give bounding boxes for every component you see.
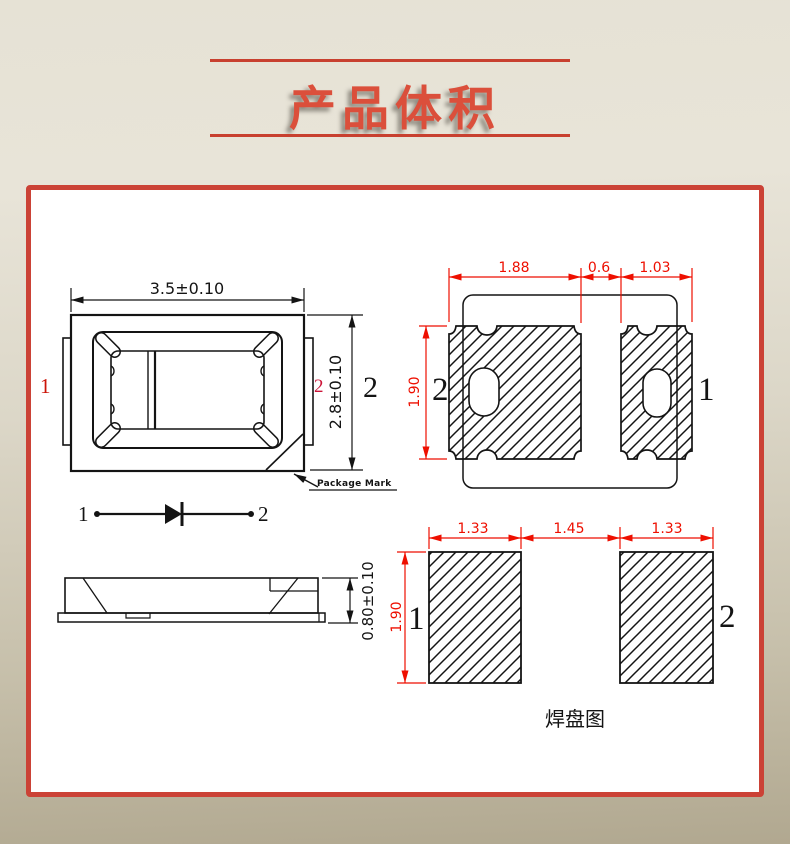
top-view-width-dim: 3.5±0.10 xyxy=(150,279,224,298)
right-electrode-tab xyxy=(303,337,314,446)
solder-pad-2 xyxy=(619,551,714,684)
solder-height-dim: 1.90 xyxy=(389,601,405,632)
package-mark-arrow xyxy=(293,473,319,488)
cup-chamfer-tr xyxy=(253,332,279,358)
side-base-strip xyxy=(57,612,326,623)
solder-pad-1 xyxy=(428,551,522,684)
package-top-view xyxy=(62,288,397,491)
pad-layout-with-outline: 1.88 0.6 1.03 1.90 2 1 xyxy=(407,260,715,489)
left-electrode-tab xyxy=(62,337,72,446)
base-notch xyxy=(125,613,151,619)
solder-pad-caption: 焊盘图 xyxy=(545,707,605,731)
reflector-cup-rim xyxy=(92,331,283,449)
solder-pin1-label: 1 xyxy=(408,601,425,637)
solder-pin2-label: 2 xyxy=(719,599,736,635)
package-outline xyxy=(69,313,306,473)
solder-pad1-width-dim: 1.33 xyxy=(457,521,488,537)
pad-2 xyxy=(448,325,582,460)
top-view-pin1-label: 1 xyxy=(40,374,51,398)
solder-pad-diagram: 1.33 1.45 1.33 1.90 1 2 焊盘图 xyxy=(389,521,736,731)
schematic-pin1-label: 1 xyxy=(78,502,89,526)
cup-chamfer-bl xyxy=(95,422,121,448)
cup-notches xyxy=(110,365,265,415)
cup-floor xyxy=(110,350,265,430)
solder-gap-dim: 1.45 xyxy=(553,521,584,537)
solder-pad2-width-dim: 1.33 xyxy=(651,521,682,537)
pad-2-hole xyxy=(468,367,500,417)
schematic-pin2-label: 2 xyxy=(258,502,269,526)
package-mark-chamfer xyxy=(265,433,304,471)
package-side-view: 0.80±0.10 xyxy=(57,561,377,641)
package-mark-label: Package Mark xyxy=(317,479,392,489)
gap-dim: 0.6 xyxy=(588,260,610,276)
pad-height-dim: 1.90 xyxy=(407,376,423,407)
pad1-width-dim: 1.03 xyxy=(639,260,670,276)
pad-layout-pin2-label: 2 xyxy=(432,372,449,408)
diode-triangle xyxy=(165,504,182,524)
pad2-width-dim: 1.88 xyxy=(498,260,529,276)
diode-schematic: 1 2 xyxy=(78,502,269,526)
top-view-height-dim: 2.8±0.10 xyxy=(326,355,345,429)
side-view-thickness-dim: 0.80±0.10 xyxy=(359,561,377,640)
cup-chamfer-br xyxy=(253,422,279,448)
top-view-pin2-inner-label: 2 xyxy=(314,376,324,397)
banner-rule-bottom xyxy=(210,134,570,137)
drawing-panel xyxy=(26,185,764,797)
page-title: 产品体积 xyxy=(289,82,501,135)
banner-rule-top xyxy=(210,59,570,62)
cup-chamfer-tl xyxy=(95,332,121,358)
pad-layout-pin1-label: 1 xyxy=(698,372,715,408)
pad-1-hole xyxy=(642,368,672,418)
top-view-pin2-outer-label: 2 xyxy=(363,371,378,404)
